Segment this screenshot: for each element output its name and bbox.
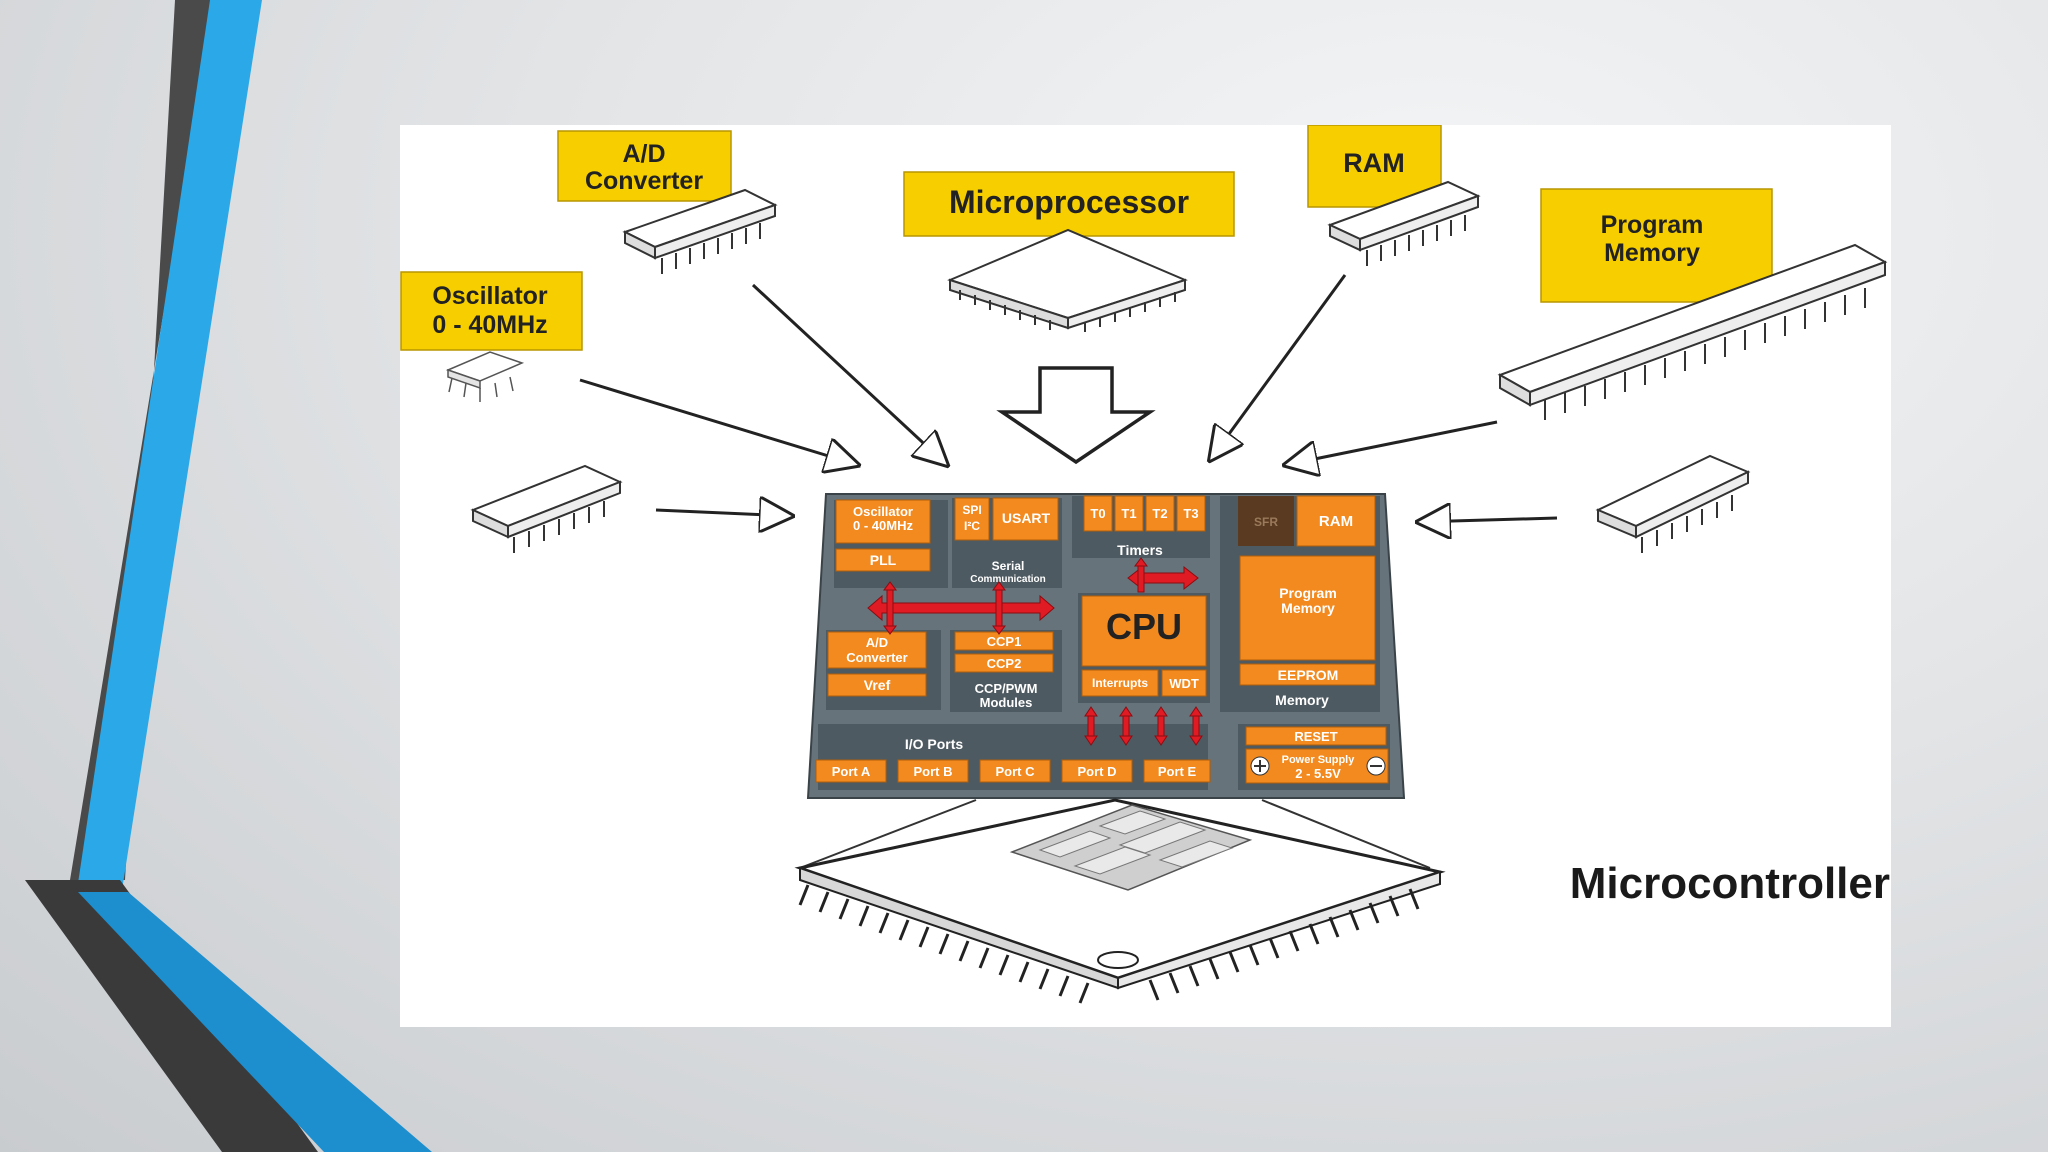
vertical-bus-1-icon <box>883 581 897 635</box>
blue-diagonal <box>78 892 432 1152</box>
arrows <box>579 274 1558 522</box>
block-ram: RAM <box>1319 513 1353 530</box>
block-eeprom: EEPROM <box>1278 667 1339 683</box>
label-microcontroller: Microcontroller <box>1570 859 1890 908</box>
oscillator-chip-icon <box>445 351 525 402</box>
arrow-from-left-chip <box>655 510 792 516</box>
port-bus-4-icon <box>1189 706 1203 746</box>
block-program-line1: Program <box>1279 585 1337 601</box>
block-usart: USART <box>1002 510 1051 526</box>
block-osc-line1: Oscillator <box>853 504 913 519</box>
block-wdt: WDT <box>1169 676 1199 691</box>
label-ad-line1: A/D <box>622 140 665 168</box>
label-ad-converter: A/D Converter <box>557 130 732 202</box>
block-port-b: Port B <box>914 764 953 779</box>
block-ad-line2: Converter <box>846 650 907 665</box>
arrow-from-right-chip <box>1418 518 1558 522</box>
arrow-from-oscillator <box>579 378 858 465</box>
block-t0: T0 <box>1090 506 1105 521</box>
block-i2c: I²C <box>964 519 980 533</box>
block-port-c: Port C <box>996 764 1036 779</box>
block-memory: Memory <box>1275 692 1329 708</box>
microcontroller-chip-icon <box>794 798 1446 1004</box>
ram-chip-icon <box>1327 180 1481 266</box>
label-program-line1: Program <box>1601 211 1704 239</box>
left-chip-icon <box>470 464 623 553</box>
connector-right <box>1261 799 1431 869</box>
arrow-from-program-memory <box>1285 420 1498 465</box>
microcontroller-block: Oscillator 0 - 40MHz PLL SPI I²C USART S… <box>806 493 1406 799</box>
label-program-line2: Memory <box>1604 239 1700 267</box>
vertical-bus-2-icon <box>992 581 1006 635</box>
arrow-from-ad <box>751 283 947 465</box>
block-power-line1: Power Supply <box>1282 754 1356 766</box>
label-microprocessor-text: Microprocessor <box>949 184 1189 220</box>
block-vref: Vref <box>864 677 891 693</box>
block-port-e: Port E <box>1158 764 1197 779</box>
block-ccp-line2: Modules <box>980 695 1033 710</box>
big-down-arrow-icon <box>996 366 1156 465</box>
horizontal-bus-icon <box>867 594 1055 622</box>
block-interrupts: Interrupts <box>1092 676 1148 690</box>
blue-stripe <box>77 0 262 890</box>
program-memory-chip-icon <box>1497 243 1888 420</box>
label-oscillator: Oscillator 0 - 40MHz <box>400 271 583 351</box>
plus-icon-mark <box>1254 760 1266 772</box>
label-program-memory: Program Memory <box>1540 188 1773 303</box>
port-bus-3-icon <box>1154 706 1168 746</box>
microcontroller-diagram: A/D Converter Microprocessor RAM Program… <box>400 125 1890 1004</box>
block-power-line2: 2 - 5.5V <box>1295 766 1341 781</box>
block-ccp-line1: CCP/PWM <box>975 681 1038 696</box>
connector-left <box>799 799 977 869</box>
block-ad-line1: A/D <box>866 635 888 650</box>
cpu-timer-vertical-icon <box>1134 557 1148 593</box>
arrow-from-ram <box>1210 274 1347 460</box>
block-reset: RESET <box>1294 729 1337 744</box>
block-ccp1: CCP1 <box>987 634 1022 649</box>
ad-chip-icon <box>622 188 778 274</box>
port-bus-2-icon <box>1119 706 1133 746</box>
diagram-panel: A/D Converter Microprocessor RAM Program… <box>400 125 1891 1027</box>
block-osc-line2: 0 - 40MHz <box>853 518 913 533</box>
microprocessor-chip-icon <box>947 228 1188 332</box>
block-port-d: Port D <box>1078 764 1117 779</box>
block-cpu: CPU <box>1106 606 1182 647</box>
block-program-line2: Memory <box>1281 600 1335 616</box>
label-ram-text: RAM <box>1343 148 1405 178</box>
label-oscillator-line2: 0 - 40MHz <box>432 311 547 339</box>
block-spi: SPI <box>962 503 981 517</box>
block-ccp2: CCP2 <box>987 656 1022 671</box>
block-serial-line2: Communication <box>970 574 1046 585</box>
label-ad-line2: Converter <box>585 167 703 195</box>
right-chip-icon <box>1595 454 1751 553</box>
block-serial-line1: Serial <box>992 559 1025 573</box>
bus-arrows <box>867 557 1203 746</box>
block-pll: PLL <box>870 552 897 568</box>
label-microprocessor: Microprocessor <box>903 171 1235 237</box>
block-t3: T3 <box>1183 506 1198 521</box>
block-t1: T1 <box>1121 506 1136 521</box>
port-bus-1-icon <box>1084 706 1098 746</box>
block-t2: T2 <box>1152 506 1167 521</box>
block-port-a: Port A <box>832 764 871 779</box>
block-sfr: SFR <box>1254 515 1278 529</box>
block-io-ports: I/O Ports <box>905 736 964 752</box>
label-oscillator-line1: Oscillator <box>432 282 548 310</box>
block-timers: Timers <box>1117 542 1163 558</box>
dark-diagonal <box>25 880 318 1152</box>
